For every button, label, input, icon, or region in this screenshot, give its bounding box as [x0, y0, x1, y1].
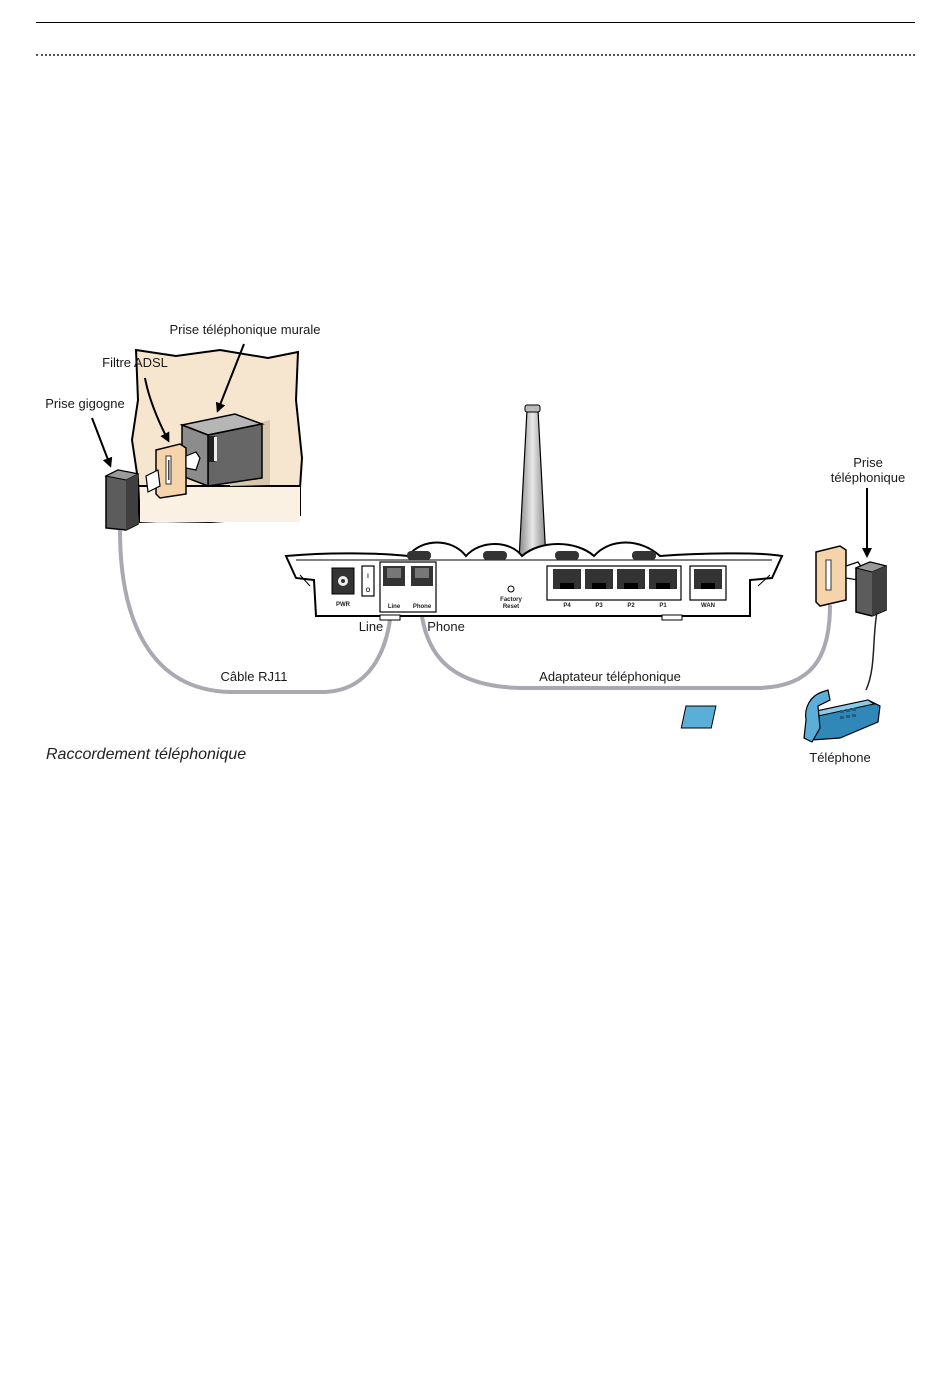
lan-port-p4 [553, 569, 581, 589]
p2-port-label: P2 [627, 603, 635, 609]
phone-jack-label-line2: téléphonique [831, 470, 905, 485]
wan-port-label: WAN [701, 603, 715, 609]
switch-off-label: O [366, 588, 371, 594]
figure-caption: Raccordement téléphonique [46, 746, 246, 763]
line-label: Line [359, 619, 384, 634]
telephone-icon [681, 690, 880, 742]
phone-jack-icon [816, 546, 886, 616]
p1-port-label: P1 [659, 603, 667, 609]
telephone-cord [866, 612, 877, 690]
telephone-label: Téléphone [809, 750, 870, 765]
antenna-icon [519, 405, 546, 560]
piggyback-plug-icon [106, 470, 138, 530]
phone-adapter-label: Adaptateur téléphonique [539, 669, 681, 684]
router-illustration: I O PWR Line Phone Factory Reset P4 [286, 405, 782, 620]
phone-port [411, 566, 433, 586]
rj11-cable-label: Câble RJ11 [221, 669, 288, 684]
line-port [383, 566, 405, 586]
pwr-port-label: PWR [336, 602, 351, 608]
piggyback-plug-label: Prise gigogne [45, 396, 125, 411]
p4-port-label: P4 [563, 603, 571, 609]
lan-port-p1 [649, 569, 677, 589]
phone-label: Phone [427, 619, 465, 634]
factory-reset-label-2: Reset [503, 604, 519, 610]
lan-port-p3 [585, 569, 613, 589]
factory-reset-label-1: Factory [500, 597, 522, 603]
wan-port [694, 569, 722, 589]
leader-arrow [92, 418, 110, 465]
phone-port-label: Phone [413, 604, 432, 610]
phone-jack-label-line1: Prise [853, 455, 883, 470]
lan-port-p2 [617, 569, 645, 589]
adsl-filter-label: Filtre ADSL [102, 355, 168, 370]
wall-jack-label: Prise téléphonique murale [169, 322, 320, 337]
p3-port-label: P3 [595, 603, 603, 609]
line-port-label: Line [388, 604, 401, 610]
